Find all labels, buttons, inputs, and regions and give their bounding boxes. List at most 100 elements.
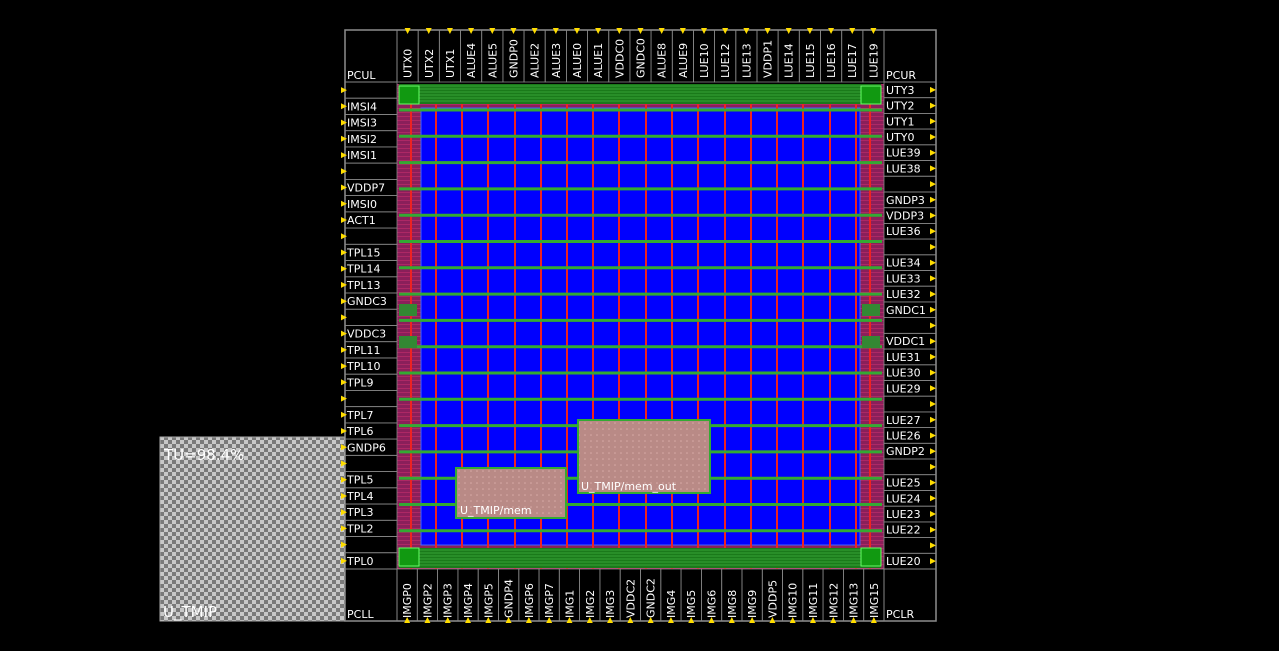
pad-label: VDDC0 [613, 39, 626, 78]
pad-label: LUE26 [886, 430, 921, 443]
pad-label: GNDC0 [635, 38, 648, 78]
io-pad[interactable]: TPL2 [341, 519, 398, 537]
pin-arrow-icon [341, 314, 347, 321]
pin-arrow-icon [930, 479, 936, 486]
pad-label: LUE34 [886, 257, 921, 270]
io-pad[interactable]: IMGP5 [477, 568, 499, 623]
pin-arrow-icon [341, 184, 347, 191]
pin-arrow-icon [424, 617, 431, 623]
io-pad[interactable]: GNDC0 [629, 28, 652, 83]
io-pad[interactable]: IMG13 [843, 568, 865, 623]
pad-label: IMSI3 [347, 117, 377, 130]
pin-arrow-icon [722, 28, 729, 34]
macro-mem-out[interactable]: U_TMIP/mem_out [577, 419, 711, 494]
io-pad[interactable]: IMG10 [782, 568, 804, 623]
io-pad[interactable]: ALUE9 [671, 28, 694, 83]
pin-arrow-icon [930, 369, 936, 376]
pad-label: GNDP0 [508, 39, 521, 78]
io-pad[interactable]: ALUE4 [460, 28, 483, 83]
pad-label: UTX2 [423, 49, 436, 78]
pin-arrow-icon [341, 460, 347, 467]
pad-label: VDDP1 [762, 40, 775, 78]
pin-arrow-icon [341, 541, 347, 548]
utilization-label: TU=98.4% [163, 446, 244, 464]
pad-label: IMGP2 [421, 583, 434, 618]
pad-label: TPL2 [346, 522, 373, 535]
pad-label: IMGP4 [462, 583, 475, 618]
io-pad[interactable]: LUE20 [883, 552, 937, 570]
io-pad[interactable]: UTY0 [883, 128, 937, 146]
pad-label: LUE24 [886, 492, 921, 505]
pad-label: LUE13 [740, 43, 753, 78]
right-pad-row: UTY3UTY2UTY1UTY0LUE39LUE38GNDP3VDDP3LUE3… [883, 81, 937, 570]
pin-arrow-icon [930, 401, 936, 407]
io-pad[interactable]: VDDP3 [883, 207, 937, 224]
macro-mem[interactable]: U_TMIP/mem [455, 467, 567, 519]
pad-label: ALUE1 [592, 43, 605, 78]
io-pad[interactable]: LUE33 [883, 270, 937, 287]
io-pad[interactable]: LUE19 [862, 28, 885, 83]
io-pad[interactable]: LUE27 [883, 411, 937, 428]
io-pad[interactable]: ACT1 [341, 211, 398, 229]
pad-label: IMGP0 [401, 583, 414, 618]
pad-label: LUE38 [886, 162, 921, 175]
io-pad[interactable]: IMG2 [579, 568, 601, 623]
pin-arrow-icon [341, 330, 347, 337]
pad-label: ALUE3 [550, 43, 563, 78]
pad-label: VDDC3 [347, 328, 386, 341]
pad-label: ALUE0 [571, 43, 584, 78]
io-pad[interactable]: LUE10 [693, 28, 716, 83]
pin-arrow-icon [930, 86, 936, 93]
pin-arrow-icon [743, 28, 750, 34]
pin-arrow-icon [505, 617, 512, 623]
pad-label: IMG1 [564, 590, 577, 618]
io-pad[interactable]: GNDP6 [341, 438, 398, 456]
pin-arrow-icon [341, 265, 347, 272]
pad-label: LUE15 [804, 43, 817, 78]
io-pad[interactable]: TPL6 [341, 422, 398, 440]
io-pad[interactable]: UTX0 [396, 28, 419, 83]
pin-arrow-icon [930, 181, 936, 188]
pin-arrow-icon [404, 28, 411, 34]
pad-label: IMG10 [787, 583, 800, 618]
pin-arrow-icon [789, 617, 796, 623]
pin-arrow-icon [930, 558, 936, 565]
io-pad[interactable]: IMSI1 [341, 146, 398, 164]
io-pad[interactable]: IMGP0 [396, 568, 418, 623]
io-pad[interactable]: IMGP2 [416, 568, 438, 623]
pin-arrow-icon [708, 617, 715, 623]
pad-label: IMGP3 [442, 583, 455, 618]
ring-tap [399, 304, 417, 316]
pin-arrow-icon [850, 617, 857, 623]
pin-arrow-icon [930, 448, 936, 455]
pin-arrow-icon [444, 617, 451, 623]
io-pad[interactable]: LUE25 [883, 474, 937, 491]
pin-arrow-icon [425, 28, 432, 34]
io-pad[interactable]: IMG1 [558, 568, 580, 623]
pin-arrow-icon [341, 217, 347, 223]
io-pad[interactable]: IMSI0 [341, 195, 398, 213]
pad-label: TPL10 [346, 360, 380, 373]
io-pad[interactable]: TPL4 [341, 487, 398, 505]
pad-label: LUE25 [886, 477, 921, 490]
io-pad[interactable]: UTY2 [883, 97, 937, 114]
io-pad[interactable]: TPL0 [341, 552, 398, 570]
ring-tap [862, 336, 880, 348]
pad-label: IMG13 [848, 583, 861, 618]
pin-arrow-icon [930, 322, 936, 329]
pad-label: LUE19 [867, 43, 880, 78]
io-pad[interactable]: UTX2 [417, 28, 440, 83]
io-pad[interactable]: IMG15 [863, 568, 885, 623]
pin-arrow-icon [341, 379, 347, 386]
macro-label-mem-out: U_TMIP/mem_out [581, 480, 677, 493]
pin-arrow-icon [930, 526, 936, 533]
pad-label: LUE29 [886, 382, 921, 395]
pad-label: TPL4 [346, 490, 373, 503]
pin-arrow-icon [616, 28, 623, 34]
io-pad[interactable]: LUE26 [883, 427, 937, 444]
pad-label: IMG11 [807, 583, 820, 618]
pad-label: TPL13 [346, 279, 380, 292]
pin-arrow-icon [870, 617, 877, 623]
